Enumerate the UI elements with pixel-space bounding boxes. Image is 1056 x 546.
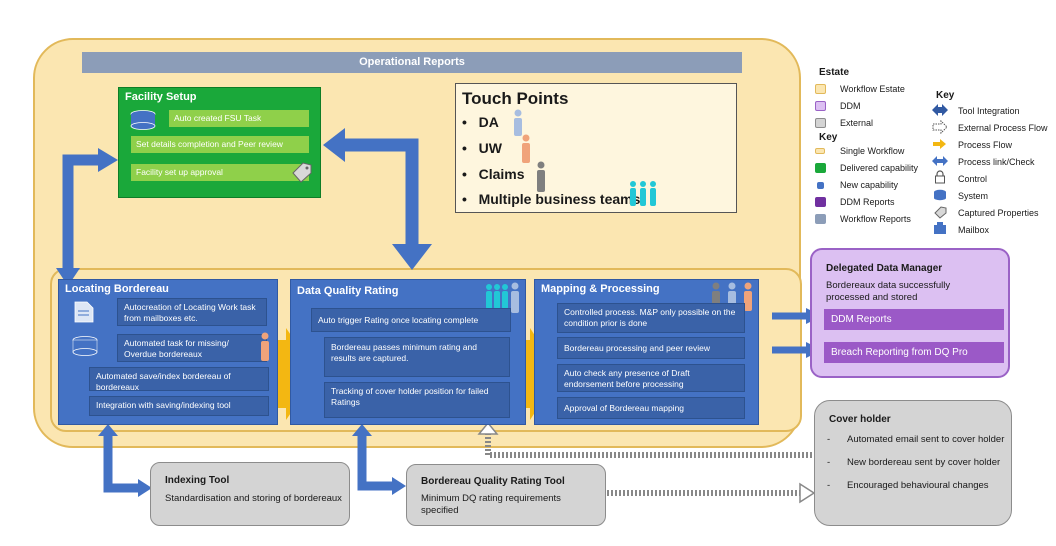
breach-reporting-bar: Breach Reporting from DQ Pro (824, 342, 1004, 363)
document-icon (74, 301, 94, 323)
key-label: System (958, 191, 989, 201)
key-label: Mailbox (958, 225, 990, 235)
person-icon (514, 109, 522, 136)
data-quality-rating-title: Data Quality Rating (297, 285, 399, 297)
ddm-reports-bar: DDM Reports (824, 309, 1004, 330)
cover-holder-item: Automated email sent to cover holder (847, 434, 1005, 445)
icon-key-title: Key (936, 90, 955, 101)
touch-points-title: Touch Points (462, 89, 569, 108)
tag-icon (292, 162, 312, 183)
person-icon (537, 161, 545, 192)
locating-bordereau-panel: Locating Bordereau Autocreation of Locat… (58, 279, 278, 425)
person-icon (522, 134, 530, 163)
key-label: Process Flow (958, 140, 1013, 150)
swatch-new-capability (817, 182, 824, 189)
key-label: External (840, 118, 874, 128)
swatch-workflow-reports (815, 214, 826, 224)
key-title: Key (819, 132, 838, 143)
key-label: New capability (840, 180, 899, 190)
lock-icon (935, 170, 945, 184)
swatch-ddm-reports (815, 197, 826, 207)
double-arrow-icon (932, 104, 948, 116)
locating-row-4: Integration with saving/indexing tool (89, 396, 269, 416)
swatch-workflow-estate (815, 84, 826, 94)
touch-point-item: • Claims (462, 166, 525, 182)
indexing-tool-text: Standardisation and storing of bordereau… (165, 493, 342, 504)
team-icon (630, 181, 656, 206)
cover-holder-title: Cover holder (829, 414, 891, 425)
mapping-processing-panel: Mapping & Processing Controlled process.… (534, 279, 759, 425)
key-label: DDM Reports (840, 197, 895, 207)
facility-setup-panel: Facility Setup Auto created FSU Task Set… (118, 87, 321, 198)
key-label: Workflow Reports (840, 214, 911, 224)
mapping-row-4: Approval of Bordereau mapping (557, 397, 745, 419)
locating-row-3: Automated save/index bordereau of border… (89, 367, 269, 392)
tag-icon (934, 206, 947, 219)
key-label: Delivered capability (840, 163, 919, 173)
locating-row-1: Autocreation of Locating Work task from … (117, 298, 267, 326)
bqr-tool-text: Minimum DQ rating requirements specified (421, 493, 561, 516)
database-icon (130, 110, 156, 130)
key-label: Tool Integration (958, 106, 1020, 116)
key-label: External Process Flow (958, 123, 1048, 133)
person-icon (261, 332, 269, 361)
cover-holder-panel: Cover holder - Automated email sent to c… (814, 400, 1012, 526)
ddm-text: Bordereaux data successfully processed a… (826, 280, 951, 303)
fsu-row-3: Facility set up approval (131, 164, 309, 181)
cover-holder-item: New bordereau sent by cover holder (847, 457, 1001, 468)
bullet: - (827, 457, 831, 468)
mapping-processing-title: Mapping & Processing (541, 283, 660, 295)
link-arrow-icon (932, 156, 948, 166)
locating-bordereau-title: Locating Bordereau (65, 283, 169, 295)
indexing-tool-title: Indexing Tool (165, 475, 230, 486)
touch-point-item: • DA (462, 114, 499, 130)
locating-row-2: Automated task for missing/ Overdue bord… (117, 334, 267, 362)
key-label: Captured Properties (958, 208, 1039, 218)
team-icon (486, 282, 519, 313)
dqr-row-3: Tracking of cover holder position for fa… (324, 382, 510, 418)
dqr-row-1: Auto trigger Rating once locating comple… (311, 308, 511, 332)
dotted-arrow-icon (932, 120, 948, 134)
ddm-title: Delegated Data Manager (826, 263, 943, 274)
swatch-external (815, 118, 826, 128)
delegated-data-manager-panel: Delegated Data Manager Bordereaux data s… (810, 248, 1010, 378)
estate-key-title: Estate (819, 67, 850, 78)
dqr-row-2: Bordereau passes minimum rating and resu… (324, 337, 510, 377)
key-label: DDM (840, 101, 861, 111)
touch-points-panel: Touch Points • DA • UW • Claims • Multip… (455, 83, 737, 213)
mapping-row-3: Auto check any presence of Draft endorse… (557, 364, 745, 392)
cover-holder-item: Encouraged behavioural changes (847, 480, 989, 491)
database-icon (934, 189, 946, 201)
key-label: Process link/Check (958, 157, 1035, 167)
swatch-ddm (815, 101, 826, 111)
mailbox-icon (934, 222, 946, 234)
bullet: - (827, 480, 831, 491)
indexing-tool-panel: Indexing Tool Standardisation and storin… (150, 462, 350, 526)
key-label: Workflow Estate (840, 84, 905, 94)
arrow-icon (933, 139, 946, 149)
bullet: - (827, 434, 831, 445)
operational-reports-bar: Operational Reports (82, 52, 742, 73)
data-quality-rating-panel: Data Quality Rating Auto trigger Rating … (290, 279, 526, 425)
mapping-row-2: Bordereau processing and peer review (557, 337, 745, 359)
bqr-tool-title: Bordereau Quality Rating Tool (421, 476, 565, 487)
facility-setup-title: Facility Setup (125, 91, 197, 103)
touch-point-item: • Multiple business teams (462, 191, 641, 207)
touch-point-item: • UW (462, 140, 502, 156)
key-label: Control (958, 174, 988, 184)
key-label: Single Workflow (840, 146, 905, 156)
database-icon (72, 336, 98, 356)
fsu-row-1: Auto created FSU Task (169, 110, 309, 127)
fsu-row-2: Set details completion and Peer review (131, 136, 309, 153)
swatch-single-workflow (815, 148, 825, 154)
bqr-tool-panel: Bordereau Quality Rating Tool Minimum DQ… (406, 464, 606, 526)
swatch-delivered-capability (815, 163, 826, 173)
mapping-row-1: Controlled process. M&P only possible on… (557, 303, 745, 333)
